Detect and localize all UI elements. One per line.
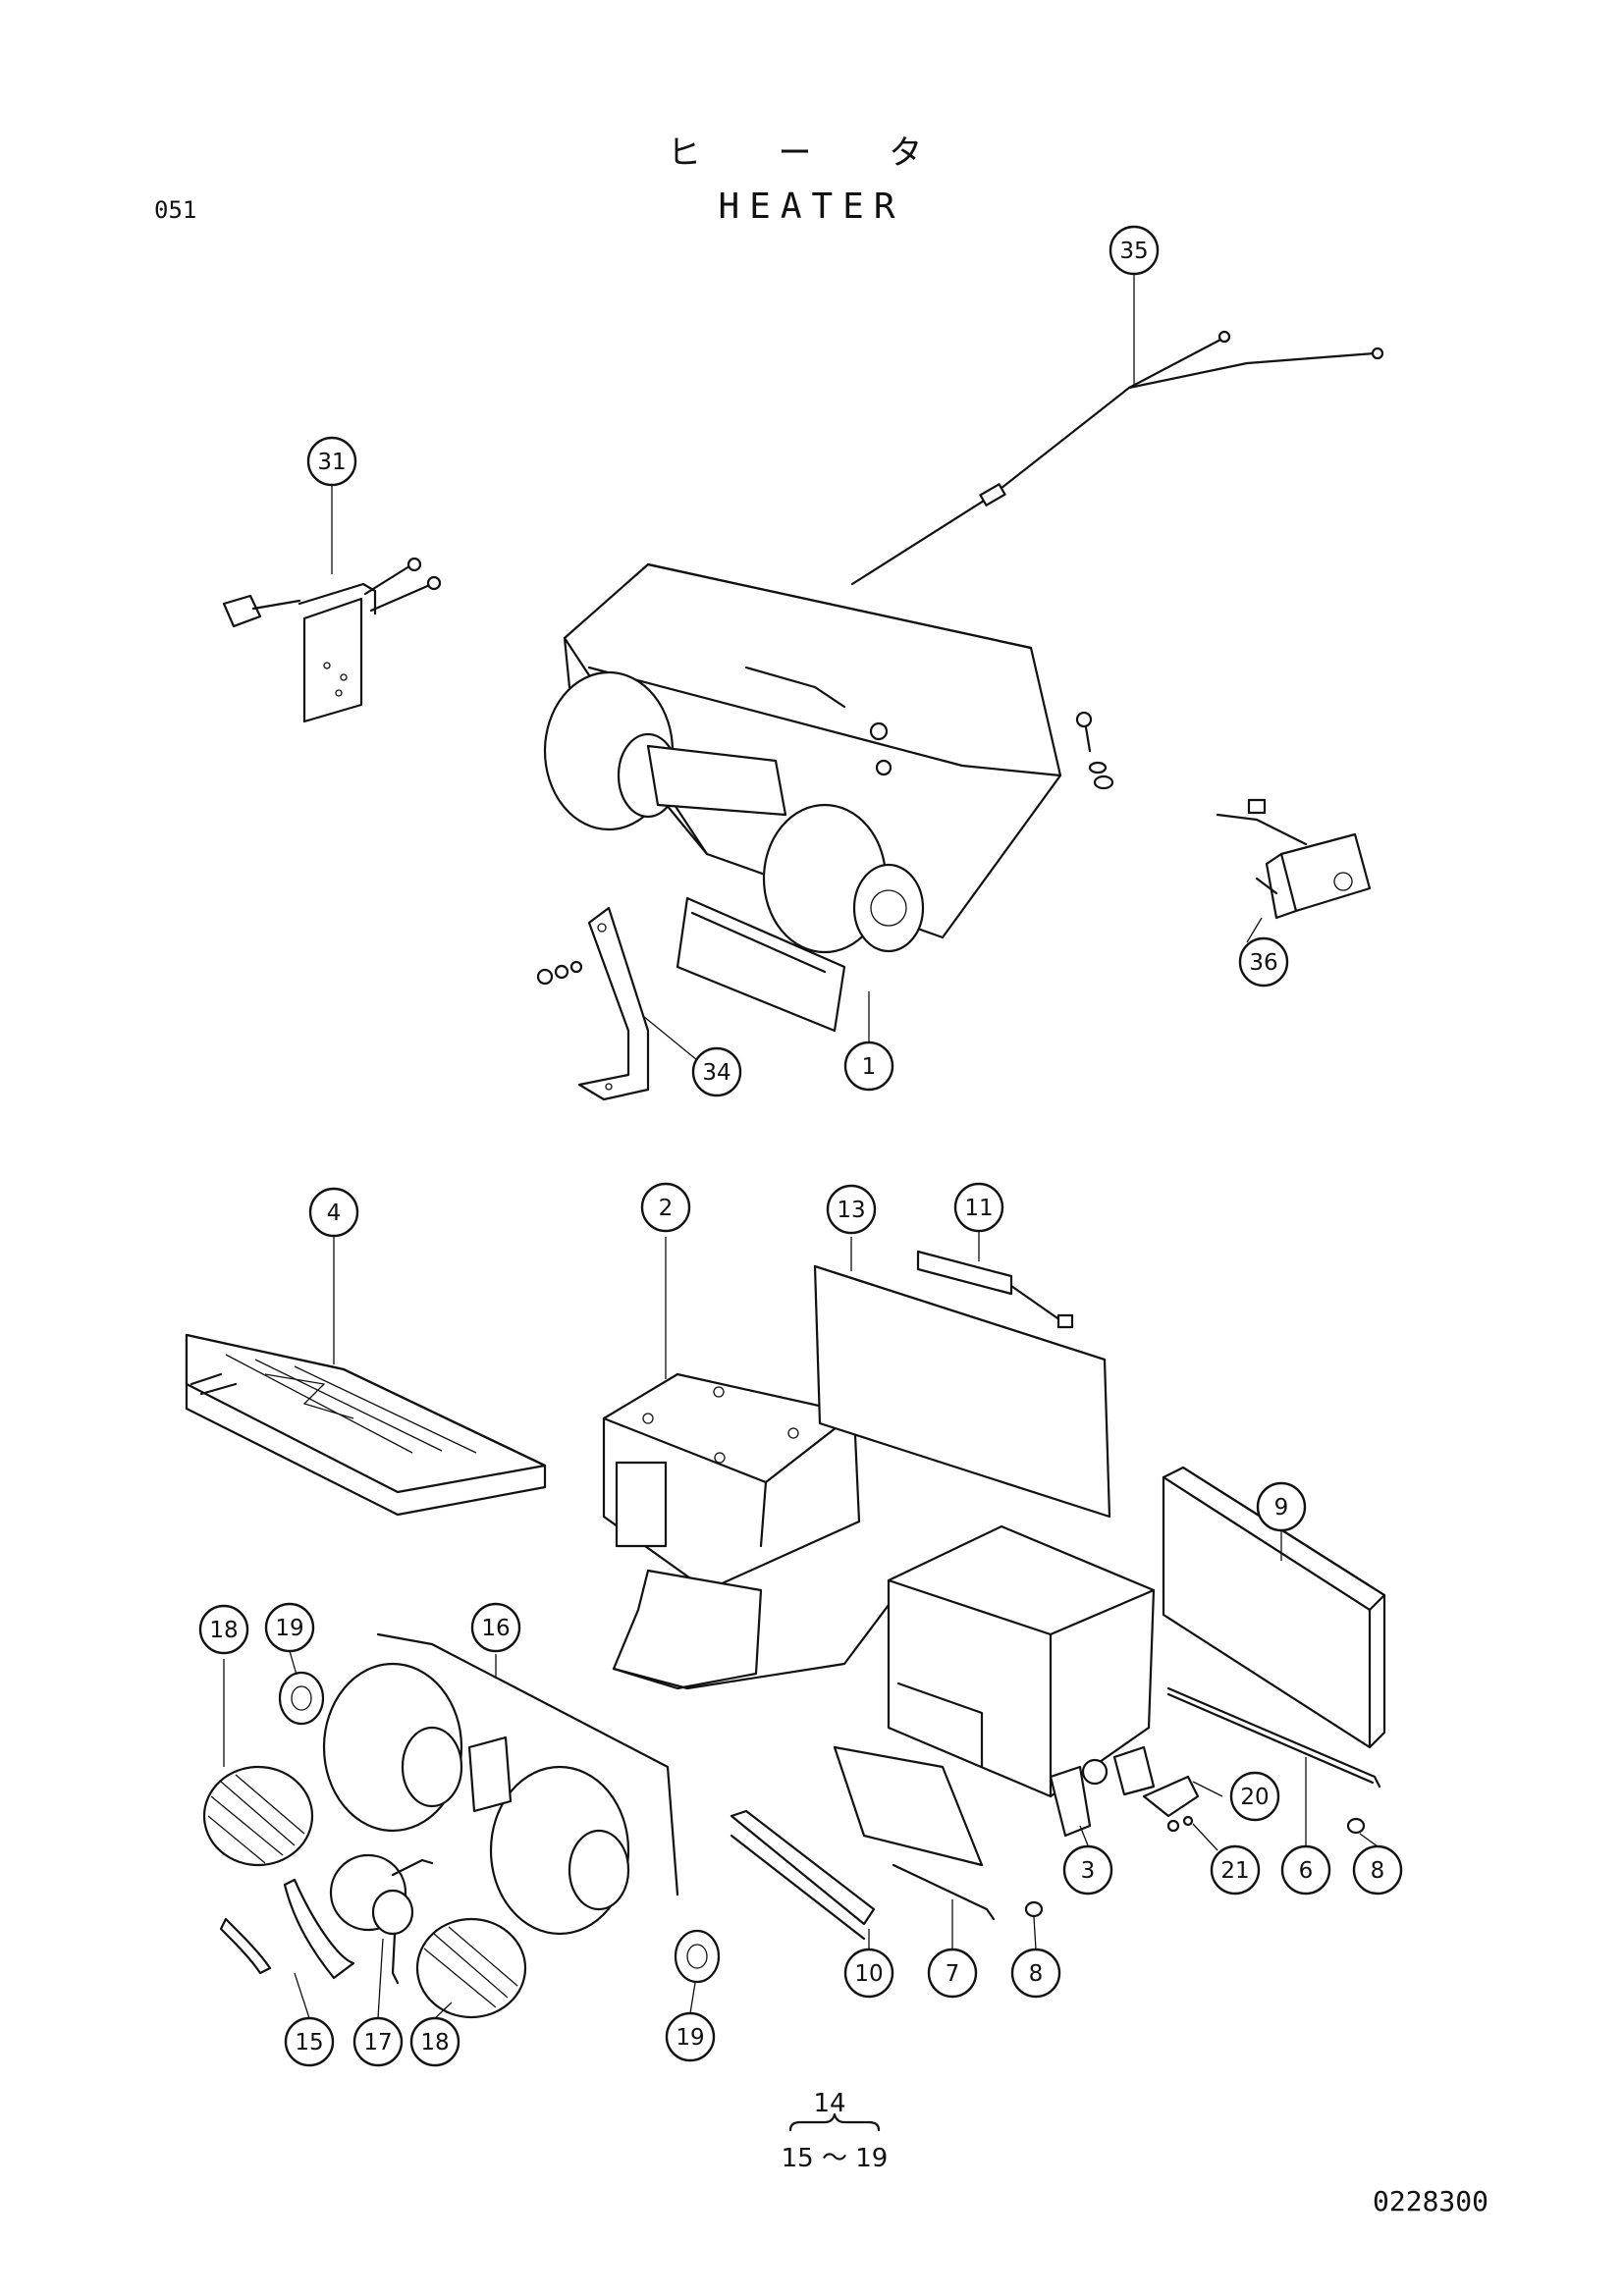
part-36-resistor: [1216, 798, 1372, 943]
svg-text:9: 9: [1274, 1495, 1289, 1521]
part-35-wire-harness: [850, 265, 1384, 586]
svg-text:8: 8: [1371, 1858, 1385, 1884]
callout-17: 17: [352, 2016, 404, 2067]
svg-text:17: 17: [363, 2030, 392, 2056]
svg-text:19: 19: [676, 2025, 704, 2051]
part-17-motor: [329, 1853, 434, 1985]
callout-34: 34: [691, 1046, 742, 1097]
subassembly-range: 15 ～ 19: [781, 2144, 889, 2173]
callout-9: 9: [1256, 1481, 1307, 1532]
callout-35: 35: [1109, 225, 1160, 276]
svg-text:36: 36: [1249, 950, 1277, 976]
svg-text:4: 4: [327, 1201, 342, 1226]
svg-text:1: 1: [862, 1054, 877, 1080]
svg-text:13: 13: [837, 1198, 865, 1223]
callout-7: 7: [927, 1948, 978, 1999]
callout-10: 10: [843, 1948, 894, 1999]
part-11-clamp: [916, 1232, 1074, 1329]
svg-text:6: 6: [1299, 1858, 1314, 1884]
part-19-ring-upper: [278, 1671, 325, 1726]
part-8-plug-left: [1024, 1900, 1044, 1918]
svg-text:18: 18: [209, 1618, 238, 1643]
svg-text:2: 2: [659, 1196, 674, 1221]
svg-text:31: 31: [317, 450, 346, 475]
title-english: HEATER: [718, 187, 905, 227]
part-13-cover-plate: [813, 1237, 1111, 1519]
part-31-valve-bracket: [222, 481, 442, 723]
callout-2: 2: [640, 1182, 691, 1233]
part-7-link: [892, 1863, 996, 1949]
part-4-heater-core: [185, 1237, 547, 1517]
subassembly-number: 14: [813, 2089, 846, 2118]
callout-1: 1: [843, 1041, 894, 1092]
svg-text:3: 3: [1081, 1858, 1096, 1884]
part-10-seal-strip: [730, 1809, 876, 1953]
callout-8-left: 8: [1010, 1948, 1061, 1999]
part-18-fan-wheel-lower: [415, 1917, 527, 2019]
part-3-lower-case: [833, 1524, 1156, 1867]
svg-text:10: 10: [854, 1961, 883, 1987]
svg-text:7: 7: [946, 1961, 960, 1987]
callout-3: 3: [1062, 1844, 1113, 1896]
svg-text:8: 8: [1029, 1961, 1044, 1987]
callout-31: 31: [306, 436, 357, 487]
callout-18-lower: 18: [409, 2016, 460, 2067]
part-20-lever: [1142, 1775, 1223, 1818]
svg-text:11: 11: [964, 1196, 993, 1221]
callout-16: 16: [470, 1602, 521, 1653]
callout-8-right: 8: [1352, 1844, 1403, 1896]
subassembly-brace: [788, 2112, 881, 2132]
svg-text:21: 21: [1220, 1858, 1249, 1884]
callout-21: 21: [1210, 1844, 1261, 1896]
document-number: 0228300: [1373, 2185, 1489, 2217]
callout-19-upper: 19: [264, 1602, 315, 1653]
callout-36: 36: [1238, 936, 1289, 988]
callout-20: 20: [1229, 1771, 1280, 1822]
callout-11: 11: [953, 1182, 1004, 1233]
callout-19-lower: 19: [665, 2011, 716, 2062]
svg-text:18: 18: [420, 2030, 449, 2056]
svg-text:34: 34: [702, 1060, 730, 1086]
svg-text:15: 15: [295, 2030, 323, 2056]
part-19-ring-lower: [674, 1929, 721, 1984]
callout-6: 6: [1280, 1844, 1331, 1896]
svg-text:35: 35: [1119, 239, 1148, 264]
page-code: 051: [154, 196, 197, 224]
part-6-rod: [1166, 1686, 1381, 1845]
callout-15: 15: [284, 2016, 335, 2067]
svg-text:19: 19: [275, 1616, 303, 1641]
part-18-fan-wheel-upper: [202, 1659, 314, 1867]
part-21-pins: [1166, 1815, 1218, 1851]
hardware-bolt-washers: [1075, 711, 1114, 790]
part-2-upper-case: [602, 1237, 905, 1690]
callout-13: 13: [826, 1184, 877, 1235]
callout-18-upper: 18: [198, 1604, 249, 1655]
part-34-bracket: [536, 906, 698, 1101]
svg-text:16: 16: [481, 1616, 510, 1641]
title-japanese: ヒ ー タ: [667, 133, 956, 173]
part-1-heater-unit: [543, 562, 1062, 1045]
part-16-blower-housing: [322, 1632, 679, 1936]
svg-text:20: 20: [1240, 1785, 1269, 1810]
part-8-plug-right: [1346, 1817, 1366, 1835]
callout-4: 4: [308, 1187, 359, 1238]
part-15-band: [219, 1878, 355, 1980]
